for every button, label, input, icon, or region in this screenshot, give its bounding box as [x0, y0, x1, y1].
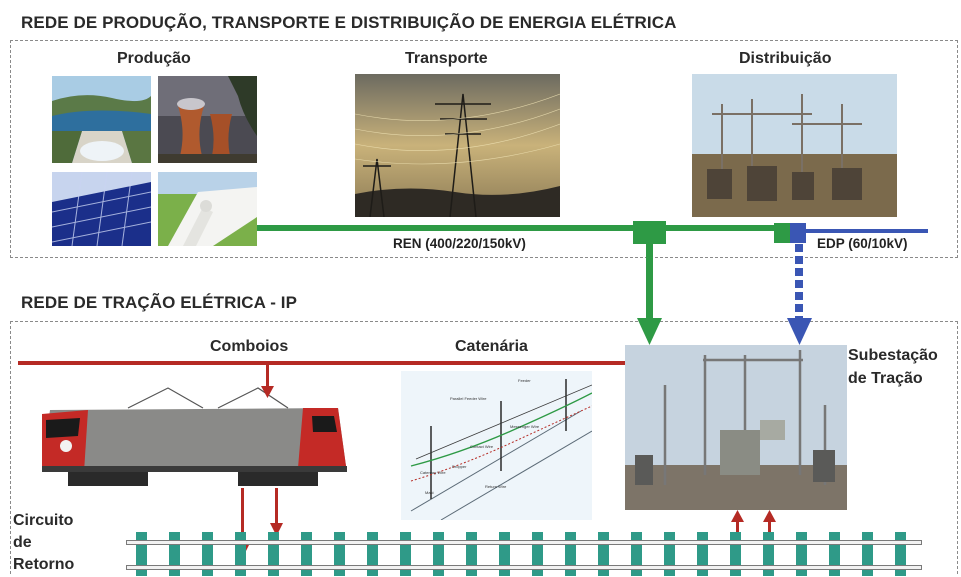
track-sleeper — [631, 532, 642, 576]
green-down-arrow-head — [637, 318, 662, 345]
track-sleeper — [136, 532, 147, 576]
catenary-label-parallel-feeder: Parallel Feeder Wire — [450, 396, 487, 401]
ren-junction-box — [633, 221, 666, 244]
catenary-label-mast: Mast — [425, 490, 434, 495]
catenary-label-contact-wire: Contact Wire — [470, 444, 494, 449]
train-return-arrow-1-shaft — [241, 488, 244, 548]
track-sleeper — [664, 532, 675, 576]
train-photo — [28, 380, 358, 490]
return-up-arrow-1-head — [731, 510, 744, 522]
track-sleeper — [169, 532, 180, 576]
rail-top — [126, 540, 922, 545]
track-sleeper — [730, 532, 741, 576]
return-up-arrow-2-head — [763, 510, 776, 522]
subestacao-label-line2: de Tração — [848, 370, 923, 387]
cooling-towers-photo — [158, 76, 257, 163]
catenary-label-feeder: Feeder — [518, 378, 531, 383]
track-sleeper — [796, 532, 807, 576]
train-return-arrow-2-head — [270, 523, 283, 536]
distribution-substation-photo — [692, 74, 897, 217]
catenary-label-messenger: Messenger Wire — [510, 424, 540, 429]
track-sleeper — [202, 532, 213, 576]
traction-substation-photo — [625, 345, 847, 510]
green-down-arrow-shaft — [646, 244, 653, 320]
track-sleeper — [862, 532, 873, 576]
catenary-label-dropper: Dropper — [452, 464, 467, 469]
subestacao-label-line1: Subestação — [848, 347, 938, 364]
solar-panel-photo — [52, 172, 151, 246]
track-sleeper — [466, 532, 477, 576]
track-sleeper — [334, 532, 345, 576]
track-sleeper — [895, 532, 906, 576]
producao-label: Produção — [117, 50, 191, 67]
section-top-frame — [10, 40, 958, 258]
transmission-tower-photo — [355, 74, 560, 217]
track-sleeper — [433, 532, 444, 576]
circuito-label-line1: Circuito — [13, 512, 74, 529]
catenary-label-catenary-wire: Catenary Wire — [420, 470, 446, 475]
track-sleeper — [532, 532, 543, 576]
track-sleeper — [763, 532, 774, 576]
track-sleeper — [598, 532, 609, 576]
ren-label: REN (400/220/150kV) — [393, 236, 526, 251]
edp-line — [806, 229, 928, 233]
section-bottom-frame — [10, 321, 958, 574]
edp-junction-blue — [790, 223, 806, 243]
section-top-title: REDE DE PRODUÇÃO, TRANSPORTE E DISTRIBUI… — [21, 13, 677, 32]
track-sleeper — [367, 532, 378, 576]
track-sleeper — [565, 532, 576, 576]
railway-track — [126, 532, 922, 576]
blue-down-arrow-head — [787, 318, 812, 345]
edp-label: EDP (60/10kV) — [817, 236, 908, 251]
catenary-red-line — [18, 361, 625, 365]
catenaria-label: Catenária — [455, 338, 528, 355]
ren-line — [257, 225, 790, 231]
section-bottom-title: REDE DE TRAÇÃO ELÉTRICA - IP — [21, 293, 298, 312]
edp-junction-green — [774, 223, 790, 243]
catenary-to-train-arrow-shaft — [266, 365, 269, 389]
catenary-diagram — [401, 371, 592, 520]
track-sleeper — [499, 532, 510, 576]
track-sleeper — [268, 532, 279, 576]
hydro-dam-photo — [52, 76, 151, 163]
comboios-label: Comboios — [210, 338, 289, 355]
circuito-label-line2: de — [13, 534, 32, 551]
track-sleeper — [235, 532, 246, 576]
track-sleeper — [400, 532, 411, 576]
rail-bottom — [126, 565, 922, 570]
train-return-arrow-2-shaft — [275, 488, 278, 526]
track-sleeper — [697, 532, 708, 576]
catenary-label-return-wire: Return Wire — [485, 484, 507, 489]
transporte-label: Transporte — [405, 50, 488, 67]
track-sleeper — [301, 532, 312, 576]
distribuicao-label: Distribuição — [739, 50, 832, 67]
wind-turbine-photo — [158, 172, 257, 246]
circuito-label-line3: Retorno — [13, 556, 75, 573]
blue-down-arrow-shaft — [795, 244, 803, 320]
track-sleeper — [829, 532, 840, 576]
catenary-to-train-arrow-head — [261, 386, 274, 398]
